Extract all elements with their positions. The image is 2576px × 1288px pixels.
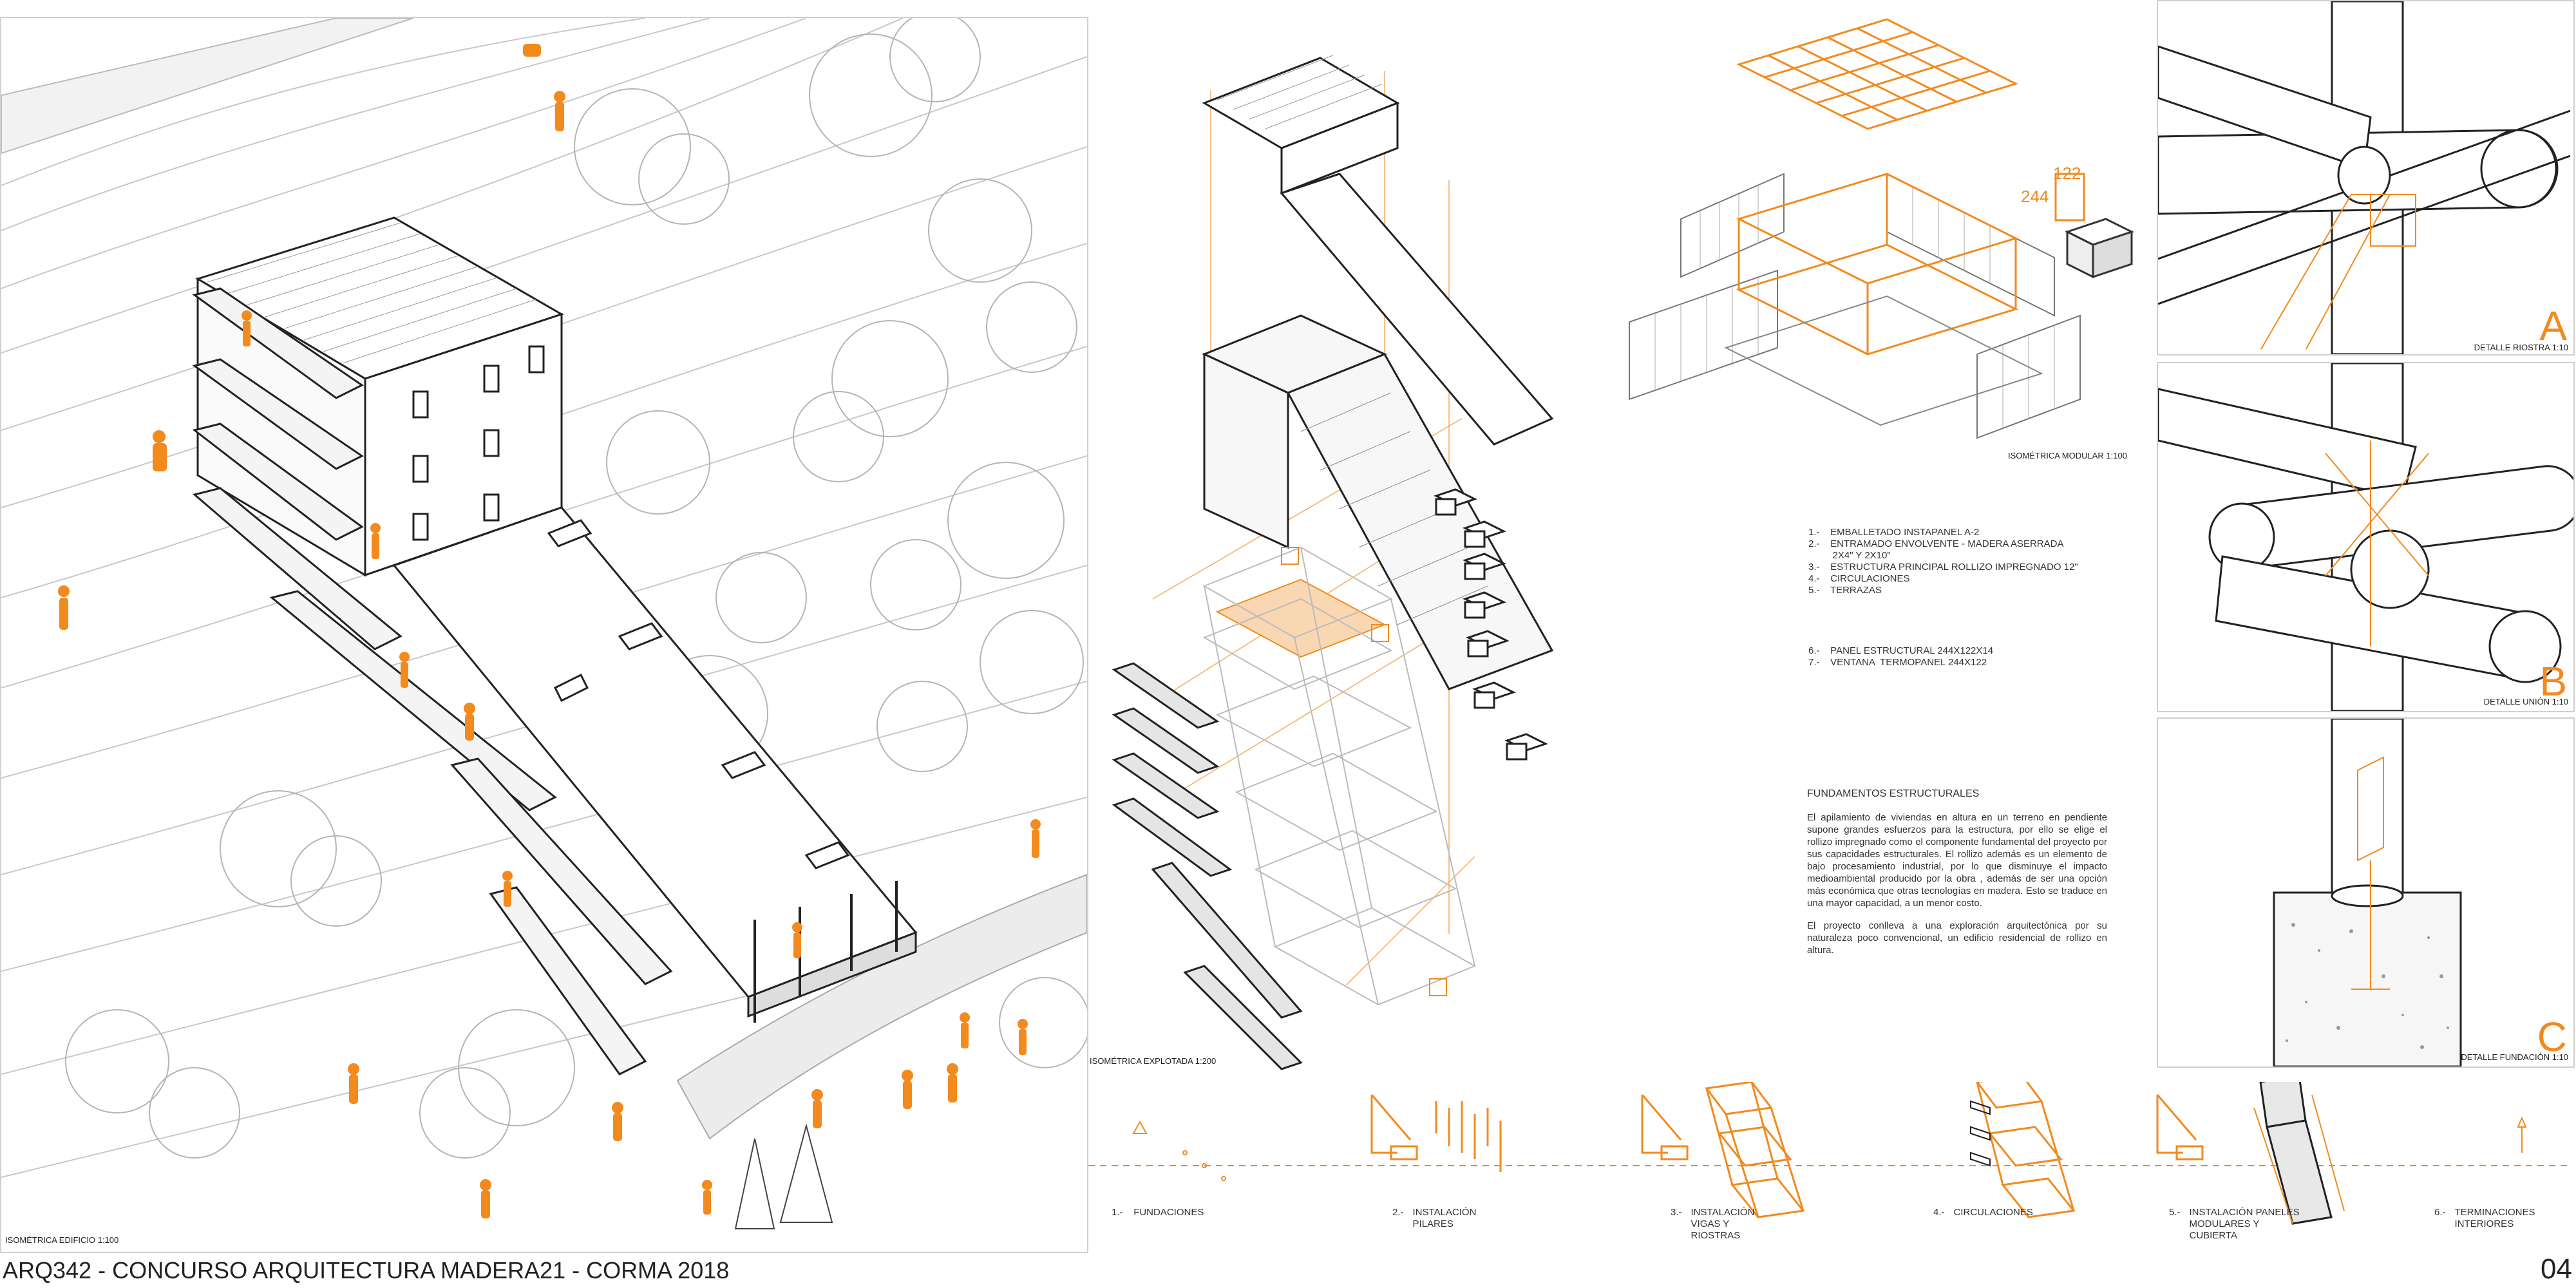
- construction-sequence-drawing: [1088, 1082, 2570, 1225]
- step-label: CIRCULACIONES: [1953, 1207, 2033, 1218]
- caption-iso-modular: ISOMÉTRICA MODULAR 1:100: [2008, 451, 2127, 460]
- legend-item: 2X4" Y 2X10": [1808, 550, 1891, 561]
- step-number: 6.-: [2434, 1207, 2446, 1218]
- detail-caption: DETALLE FUNDACIÓN 1:10: [2461, 1052, 2568, 1062]
- step-label: INSTALACIÓN PILARES: [1412, 1207, 1477, 1229]
- detail-panel-a: A DETALLE RIOSTRA 1:10: [2157, 0, 2575, 355]
- step-pilares: 2.- INSTALACIÓN PILARES: [1392, 1207, 1476, 1230]
- legend-item: 2.- ENTRAMADO ENVOLVENTE - MADERA ASERRA…: [1808, 538, 2064, 549]
- detail-caption: DETALLE RIOSTRA 1:10: [2474, 343, 2568, 352]
- page-number: 04: [2541, 1253, 2572, 1285]
- legend-item: 3.- ESTRUCTURA PRINCIPAL ROLLIZO IMPREGN…: [1808, 562, 2078, 573]
- caption-iso-building: ISOMÉTRICA EDIFICIO 1:100: [5, 1235, 119, 1245]
- building-isometric-drawing: [1, 18, 1087, 1229]
- building-isometric-panel: ISOMÉTRICA EDIFICIO 1:100: [0, 17, 1088, 1253]
- exploded-isometric-drawing: [1112, 55, 1554, 1070]
- detail-a-drawing: [2158, 1, 2571, 354]
- fundamentos-paragraph: El apilamiento de viviendas en altura en…: [1807, 812, 2107, 909]
- step-label: INSTALACIÓN PANELES MODULARES Y CUBIERTA: [2189, 1207, 2300, 1241]
- caption-iso-exploded: ISOMÉTRICA EXPLOTADA 1:200: [1090, 1056, 1217, 1066]
- legend-panels: 6.- PANEL ESTRUCTURAL 244X122X14 7.- VEN…: [1808, 645, 2143, 668]
- step-fundaciones: 1.- FUNDACIONES: [1112, 1207, 1204, 1218]
- step-number: 1.-: [1112, 1207, 1123, 1218]
- detail-b-drawing: [2158, 363, 2573, 711]
- step-vigas: 3.- INSTALACIÓN VIGAS Y RIOSTRAS: [1671, 1207, 1754, 1242]
- fundamentos-section: FUNDAMENTOS ESTRUCTURALES El apilamiento…: [1807, 788, 2107, 956]
- step-label: INSTALACIÓN VIGAS Y RIOSTRAS: [1690, 1207, 1755, 1241]
- legend: 1.- EMBALLETADO INSTAPANEL A-2 2.- ENTRA…: [1808, 527, 2143, 596]
- detail-letter: B: [2539, 658, 2567, 705]
- module-height-label: 244: [2021, 187, 2049, 206]
- footer-title: ARQ342 - CONCURSO ARQUITECTURA MADERA21 …: [3, 1257, 730, 1283]
- modular-isometric-drawing: [1629, 18, 2134, 439]
- step-paneles: 5.- INSTALACIÓN PANELES MODULARES Y CUBI…: [2169, 1207, 2300, 1242]
- detail-c-drawing: [2273, 719, 2462, 1066]
- fundamentos-heading: FUNDAMENTOS ESTRUCTURALES: [1807, 788, 1980, 799]
- step-number: 4.-: [1933, 1207, 1945, 1218]
- module-width-label: 122: [2053, 164, 2081, 183]
- detail-letter: C: [2537, 1014, 2567, 1060]
- detail-panel-c: C DETALLE FUNDACIÓN 1:10: [2157, 717, 2575, 1068]
- step-terminaciones: 6.- TERMINACIONES INTERIORES: [2434, 1207, 2535, 1230]
- step-number: 3.-: [1671, 1207, 1682, 1218]
- legend-item: 6.- PANEL ESTRUCTURAL 244X122X14: [1808, 645, 1994, 656]
- legend-item: 7.- VENTANA TERMOPANEL 244X122: [1808, 657, 1987, 668]
- step-label: TERMINACIONES INTERIORES: [2454, 1207, 2535, 1229]
- detail-caption: DETALLE UNIÓN 1:10: [2483, 697, 2568, 706]
- step-circulaciones: 4.- CIRCULACIONES: [1933, 1207, 2033, 1218]
- fundamentos-paragraph: El proyecto conlleva a una exploración a…: [1807, 920, 2107, 956]
- legend-item: 5.- TERRAZAS: [1808, 585, 1882, 596]
- step-number: 5.-: [2169, 1207, 2181, 1218]
- legend-item: 4.- CIRCULACIONES: [1808, 573, 1910, 584]
- legend-item: 1.- EMBALLETADO INSTAPANEL A-2: [1808, 527, 1980, 538]
- detail-panel-b: B DETALLE UNIÓN 1:10: [2157, 362, 2575, 712]
- detail-letter: A: [2539, 303, 2567, 349]
- step-number: 2.-: [1392, 1207, 1404, 1218]
- step-label: FUNDACIONES: [1133, 1207, 1204, 1218]
